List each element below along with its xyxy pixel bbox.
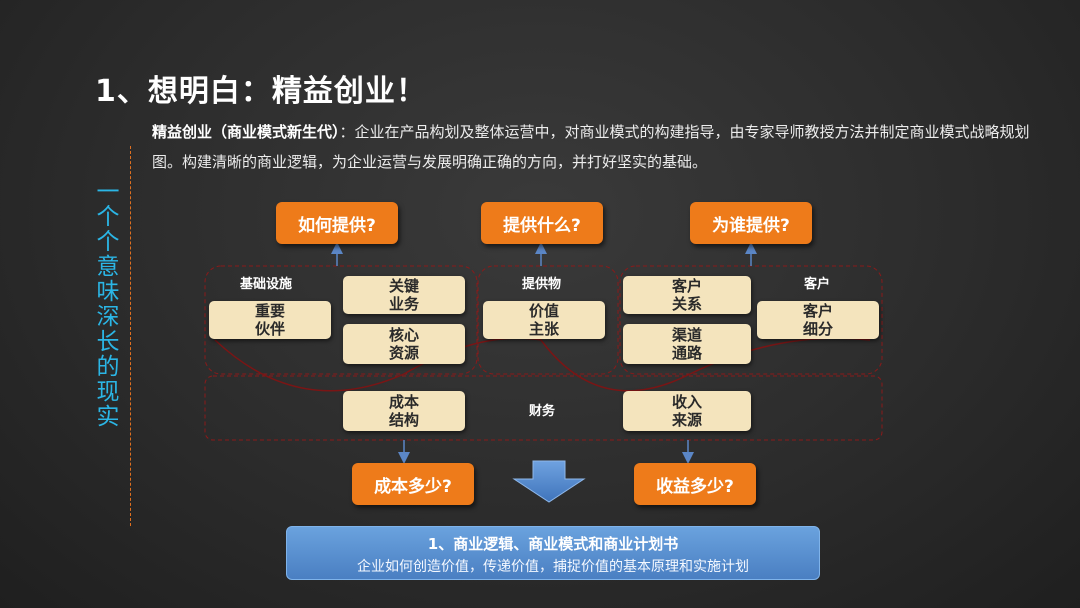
banner-subtitle: 企业如何创造价值，传递价值，捕捉价值的基本原理和实施计划 [357, 559, 749, 575]
side-char: 现 [96, 379, 120, 405]
side-char: 一 [96, 179, 120, 205]
region-offering [477, 265, 619, 375]
banner-title: 1、商业逻辑、商业模式和商业计划书 [427, 535, 679, 553]
side-char: 深 [96, 304, 120, 330]
side-char: 长 [96, 329, 120, 355]
question-how: 如何提供? [276, 202, 398, 244]
question-revenue: 收益多少? [634, 463, 756, 505]
region-infrastructure [204, 265, 478, 375]
description-lead: 精益创业（商业模式新生代） [152, 123, 340, 141]
block-key-resources: 核心资源 [343, 324, 465, 364]
block-customer-segments: 客户细分 [757, 301, 879, 339]
label-finance: 财务 [529, 404, 556, 419]
question-cost: 成本多少? [352, 463, 474, 505]
side-divider [130, 146, 131, 526]
block-cost-structure: 成本结构 [343, 391, 465, 431]
page-title: 1、想明白：精益创业！ [95, 74, 427, 109]
question-who: 为谁提供? [690, 202, 812, 244]
block-customer-relationships: 客户关系 [623, 276, 751, 314]
side-char: 味 [96, 279, 120, 305]
region-finance [204, 375, 883, 441]
curve-left [214, 337, 871, 392]
summary-banner: 1、商业逻辑、商业模式和商业计划书 企业如何创造价值，传递价值，捕捉价值的基本原… [286, 526, 820, 580]
label-infrastructure: 基础设施 [240, 277, 293, 292]
label-offering: 提供物 [522, 277, 562, 292]
question-what: 提供什么? [481, 202, 603, 244]
label-customer: 客户 [804, 277, 831, 292]
big-down-arrow [512, 460, 586, 503]
block-channels: 渠道通路 [623, 324, 751, 364]
side-char: 个 [96, 204, 120, 230]
side-char: 实 [96, 404, 120, 430]
side-char: 个 [96, 229, 120, 255]
block-revenue-streams: 收入来源 [623, 391, 751, 431]
side-char: 意 [96, 254, 120, 280]
side-char: 的 [96, 354, 120, 380]
description: 精益创业（商业模式新生代）：企业在产品构划及整体运营中，对商业模式的构建指导，由… [152, 117, 1052, 177]
side-vertical-text: 一 个 个 意 味 深 长 的 现 实 [93, 180, 123, 430]
block-key-partners: 重要伙伴 [209, 301, 331, 339]
block-key-activities: 关键业务 [343, 276, 465, 314]
description-body: ：企业在产品构划及整体运营中，对商业模式的构建指导，由专家导师教授方法并制定商业… [152, 123, 1030, 171]
block-value-proposition: 价值主张 [483, 301, 605, 339]
